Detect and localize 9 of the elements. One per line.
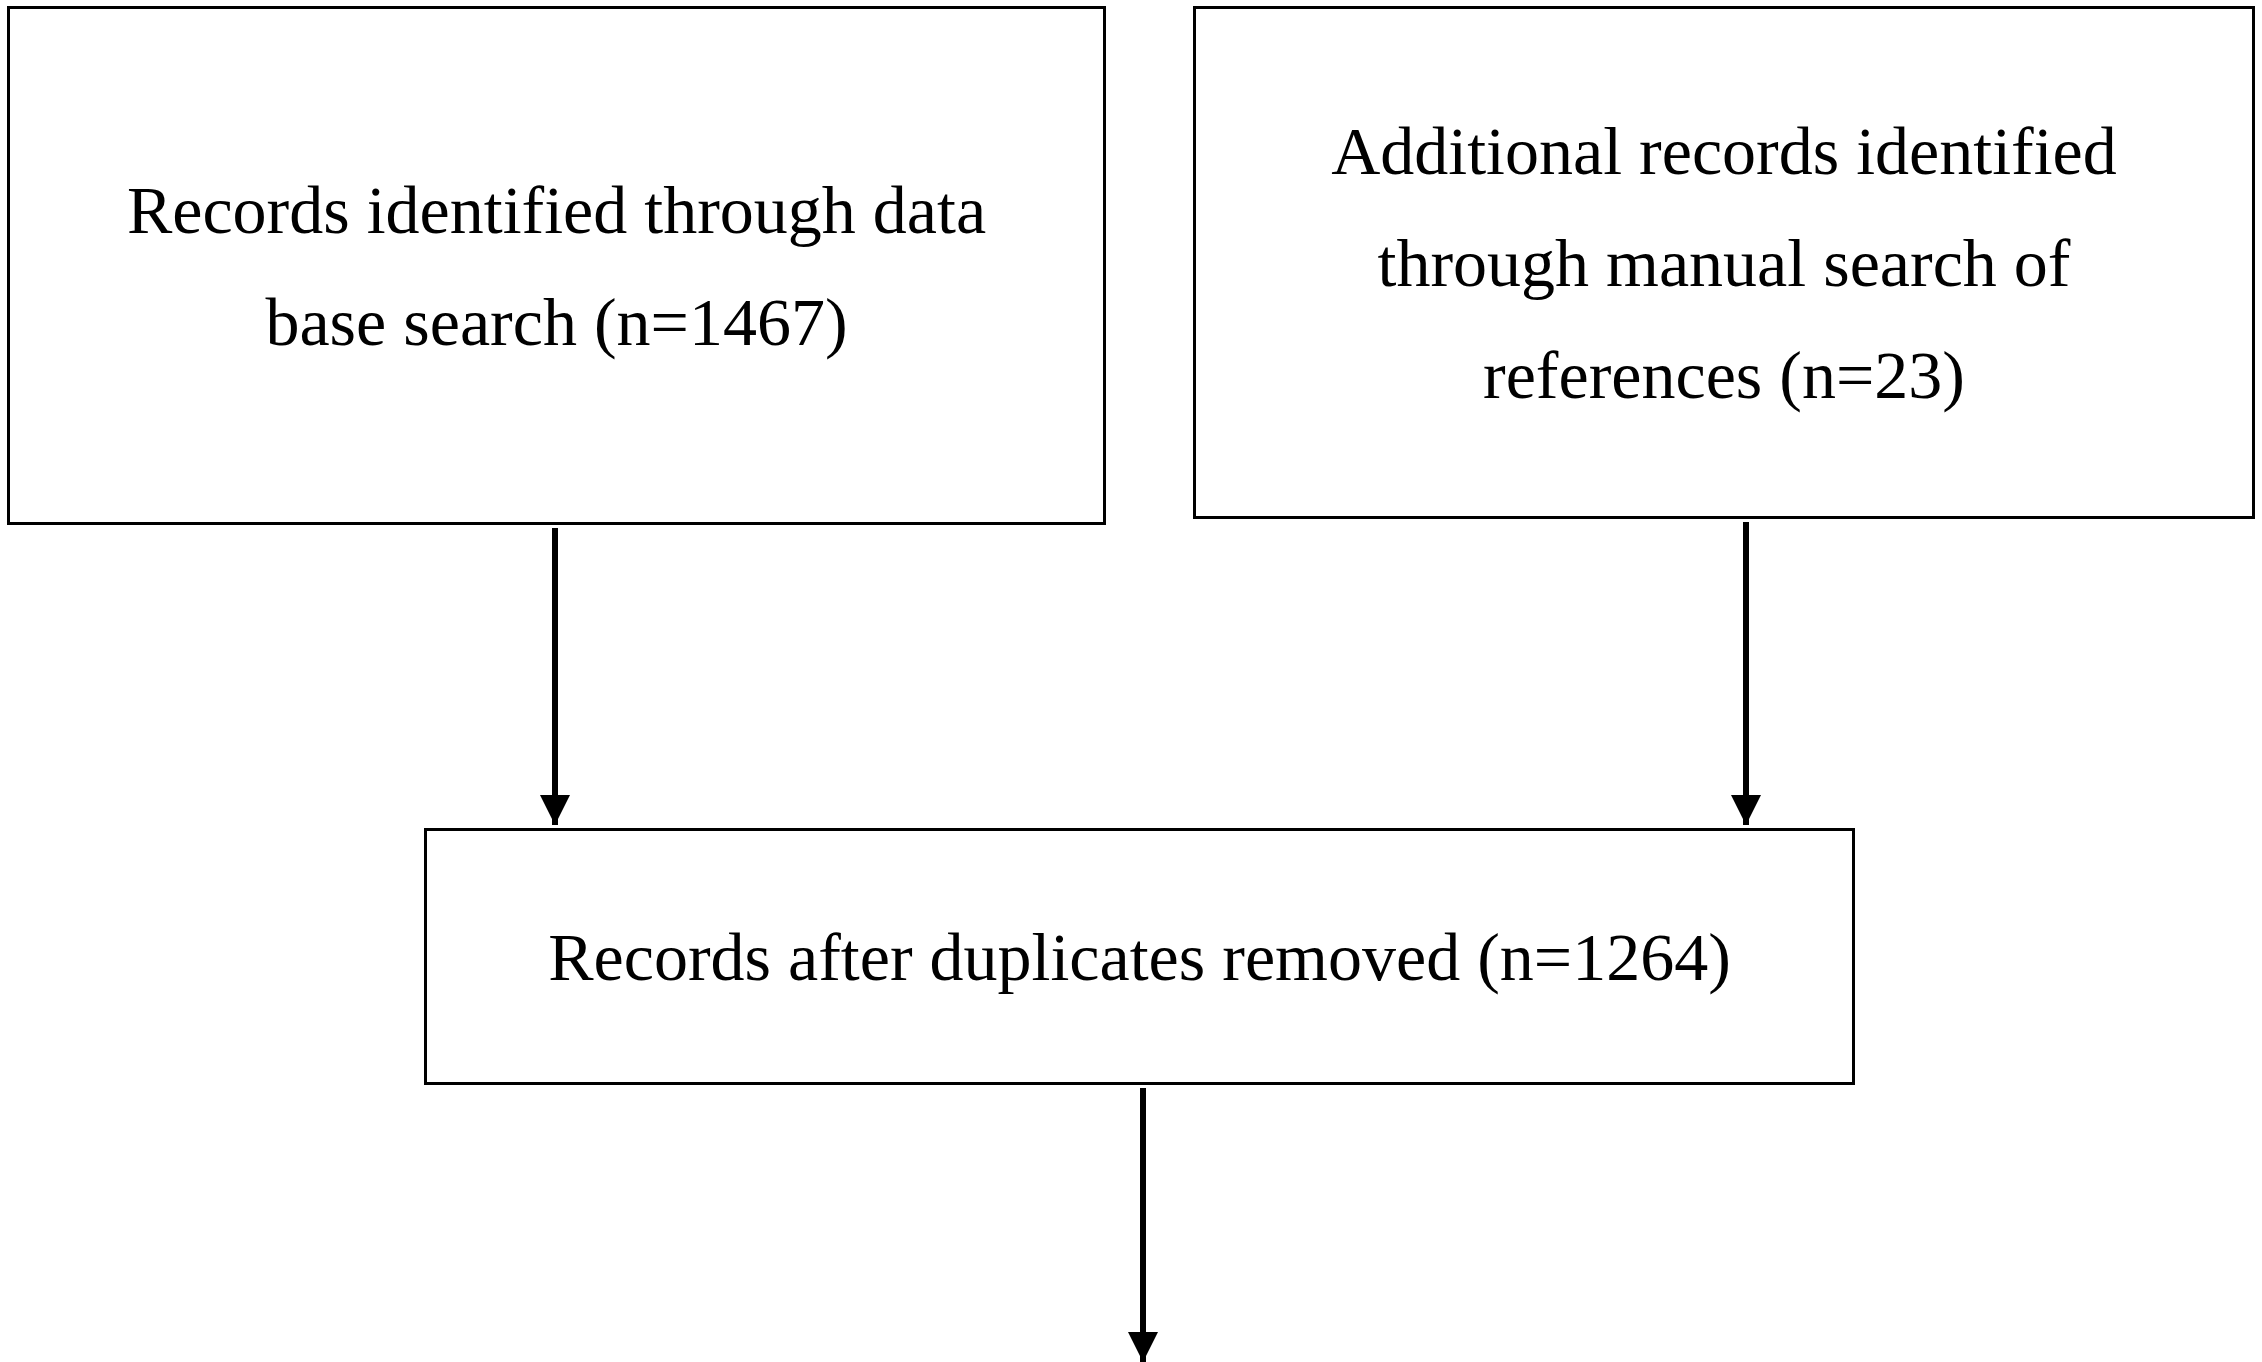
box-text: Records identified through data base search (n=1467) [125, 170, 988, 362]
process-box [424, 828, 1855, 1085]
process-box [1193, 6, 2255, 519]
arrow [1128, 1088, 1158, 1362]
arrow [1731, 522, 1761, 825]
box-text: Additional records identified through manual search of references (n=23) [1330, 111, 2118, 415]
process-box [7, 6, 1106, 525]
arrow [540, 528, 570, 825]
box-text: Records after duplicates removed (n=1264) [548, 917, 1731, 997]
